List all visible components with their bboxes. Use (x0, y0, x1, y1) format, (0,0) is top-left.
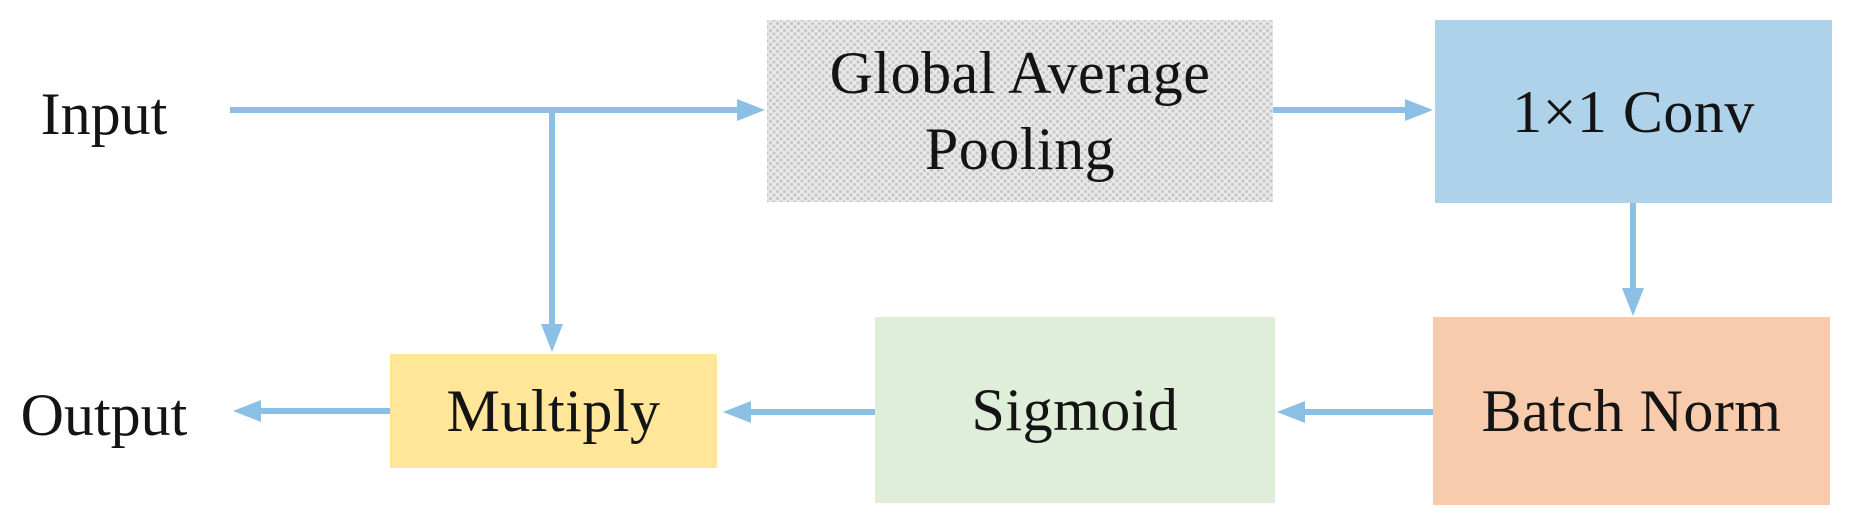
node-multiply: Multiply (390, 354, 717, 468)
arrow-conv-to-batchnorm (1622, 203, 1644, 316)
arrow-gap-to-conv (1273, 99, 1433, 121)
node-1x1-conv: 1×1 Conv (1435, 20, 1832, 203)
node-global-average-pooling: Global Average Pooling (767, 20, 1273, 202)
output-label: Output (20, 382, 188, 448)
arrow-input-to-gap (230, 99, 765, 121)
node-sigmoid: Sigmoid (875, 317, 1275, 503)
arrow-batchnorm-to-sigmoid (1277, 401, 1433, 423)
arrow-input-branch-to-multiply (541, 107, 563, 352)
input-label: Input (40, 81, 168, 147)
arrow-multiply-to-output (233, 400, 390, 422)
node-batch-norm: Batch Norm (1433, 317, 1830, 505)
arrow-sigmoid-to-multiply (723, 401, 875, 423)
